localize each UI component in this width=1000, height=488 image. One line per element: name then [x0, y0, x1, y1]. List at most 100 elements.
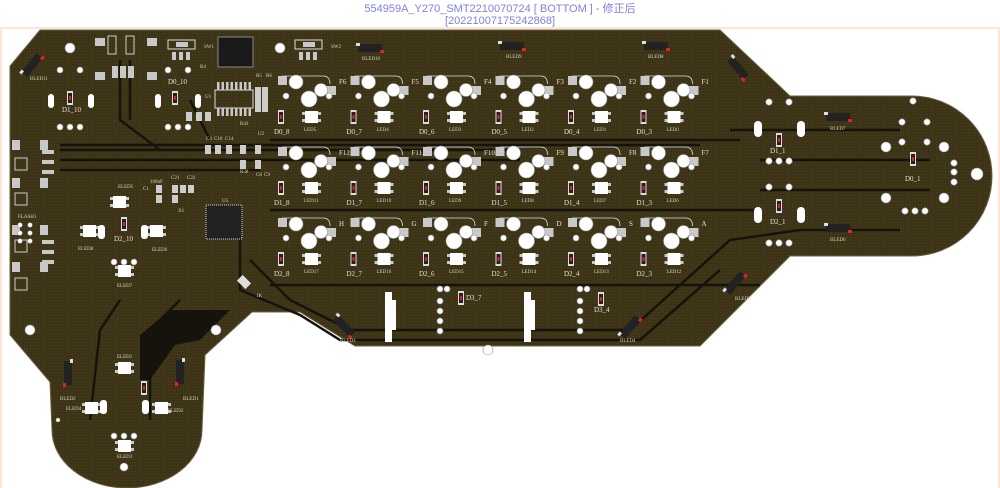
switch-label: F5	[412, 78, 420, 86]
switch-pin-hole	[361, 145, 376, 161]
key-diode-mark	[497, 186, 500, 190]
mounting-hole	[76, 123, 84, 131]
switch-pin	[186, 52, 190, 60]
switch-pin-hole	[288, 216, 304, 232]
r1k-label: 1K	[256, 294, 263, 299]
switch-pad	[495, 218, 505, 227]
bled11-led	[19, 53, 45, 77]
led-label: LED5	[304, 128, 317, 133]
header-pin	[583, 285, 591, 293]
via-hole	[765, 98, 773, 106]
bled5-label: BLED5	[735, 297, 751, 302]
header-pin	[576, 297, 584, 305]
connector-pin	[128, 66, 134, 78]
key-diode-mark	[642, 257, 645, 261]
smd-component	[205, 112, 211, 121]
header-pin	[436, 307, 444, 315]
u2-label: U2	[258, 132, 265, 137]
switch-small-hole	[427, 234, 435, 242]
slot-hole	[754, 121, 762, 137]
switch-label: F7	[702, 149, 710, 157]
key-diode-mark	[280, 186, 282, 190]
diode-label: D0_6	[419, 128, 435, 136]
bled8-pad	[666, 48, 670, 51]
bled9-pad	[522, 48, 526, 51]
switch-pad	[398, 86, 409, 95]
u1-pin	[244, 108, 247, 116]
d-bottom-diode-mark	[143, 386, 145, 390]
c8-label: C8	[256, 173, 262, 178]
switch-small-hole	[572, 234, 580, 242]
bled11-pad	[39, 55, 45, 61]
slot-hole	[754, 207, 762, 223]
mounting-hole	[174, 123, 182, 131]
key-diode-mark	[642, 115, 645, 119]
bled8-body	[727, 56, 749, 80]
switch-pad	[350, 76, 360, 85]
key-led	[522, 182, 536, 194]
edge-connector-pad	[12, 140, 20, 150]
via-hole	[775, 239, 783, 247]
switch-pin-hole	[386, 154, 401, 168]
header-pin	[576, 307, 584, 315]
eled5-label: ELED5	[118, 185, 134, 190]
diode-label: D1_4	[564, 199, 580, 207]
key-led	[667, 111, 681, 123]
switch-small-hole	[427, 163, 435, 171]
switch-pin-hole	[386, 83, 401, 97]
switch-center-hole	[590, 232, 608, 250]
switch-small-hole	[355, 234, 362, 242]
switch-small-hole	[398, 234, 405, 242]
mounting-hole	[164, 66, 172, 74]
u1-pin	[235, 108, 238, 116]
eled8-led	[83, 225, 96, 237]
eled6-led	[150, 225, 163, 237]
key-led	[305, 111, 318, 123]
eled1-label: ELED1	[117, 355, 133, 360]
smd-component	[255, 160, 261, 169]
c9-label: C9	[264, 173, 270, 178]
via-hole	[923, 118, 931, 126]
switch-small-hole	[282, 234, 290, 242]
sw1-label: SW1	[204, 45, 215, 50]
bled10-pad	[356, 43, 360, 46]
bled7-pad	[848, 119, 852, 122]
diode-label: D2_4	[564, 270, 580, 278]
smd-component	[240, 145, 246, 154]
switch-small-hole	[325, 163, 333, 171]
sw2-switch-knob	[303, 42, 315, 47]
connector-pin	[112, 66, 118, 78]
switch-pad	[423, 218, 432, 227]
switch-label: F	[484, 220, 488, 228]
slot-hole	[98, 225, 105, 239]
diode-label: D0_8	[274, 128, 290, 136]
via-hole	[950, 159, 958, 167]
smd-component	[196, 112, 202, 121]
mounting-hole	[110, 258, 118, 266]
u1-pin	[230, 108, 233, 116]
bled8-pad	[730, 54, 736, 60]
d2-1-diode-mark	[778, 204, 780, 208]
switch-pin-hole	[531, 154, 546, 168]
diode-label: D2_3	[637, 270, 653, 278]
bled1-pad	[182, 358, 185, 362]
diode-label: D2_10	[114, 235, 134, 243]
edge-contact	[14, 277, 28, 291]
u1-pin	[235, 82, 238, 90]
switch-pin-hole	[578, 74, 594, 90]
switch-small-hole	[282, 92, 290, 100]
edge-pin	[42, 160, 54, 164]
switch-outline	[282, 75, 331, 85]
switch-outline	[572, 75, 621, 85]
mounting-hole	[130, 432, 138, 440]
flash-pin	[17, 238, 23, 244]
switch-outline	[354, 217, 403, 227]
diode-label: D1_7	[347, 199, 363, 207]
via-hole	[785, 157, 793, 165]
slot-hole	[142, 400, 149, 414]
via-hole	[950, 178, 958, 186]
switch-pin-hole	[676, 154, 691, 168]
eled2-led	[155, 402, 168, 414]
switch-outline	[572, 217, 621, 227]
